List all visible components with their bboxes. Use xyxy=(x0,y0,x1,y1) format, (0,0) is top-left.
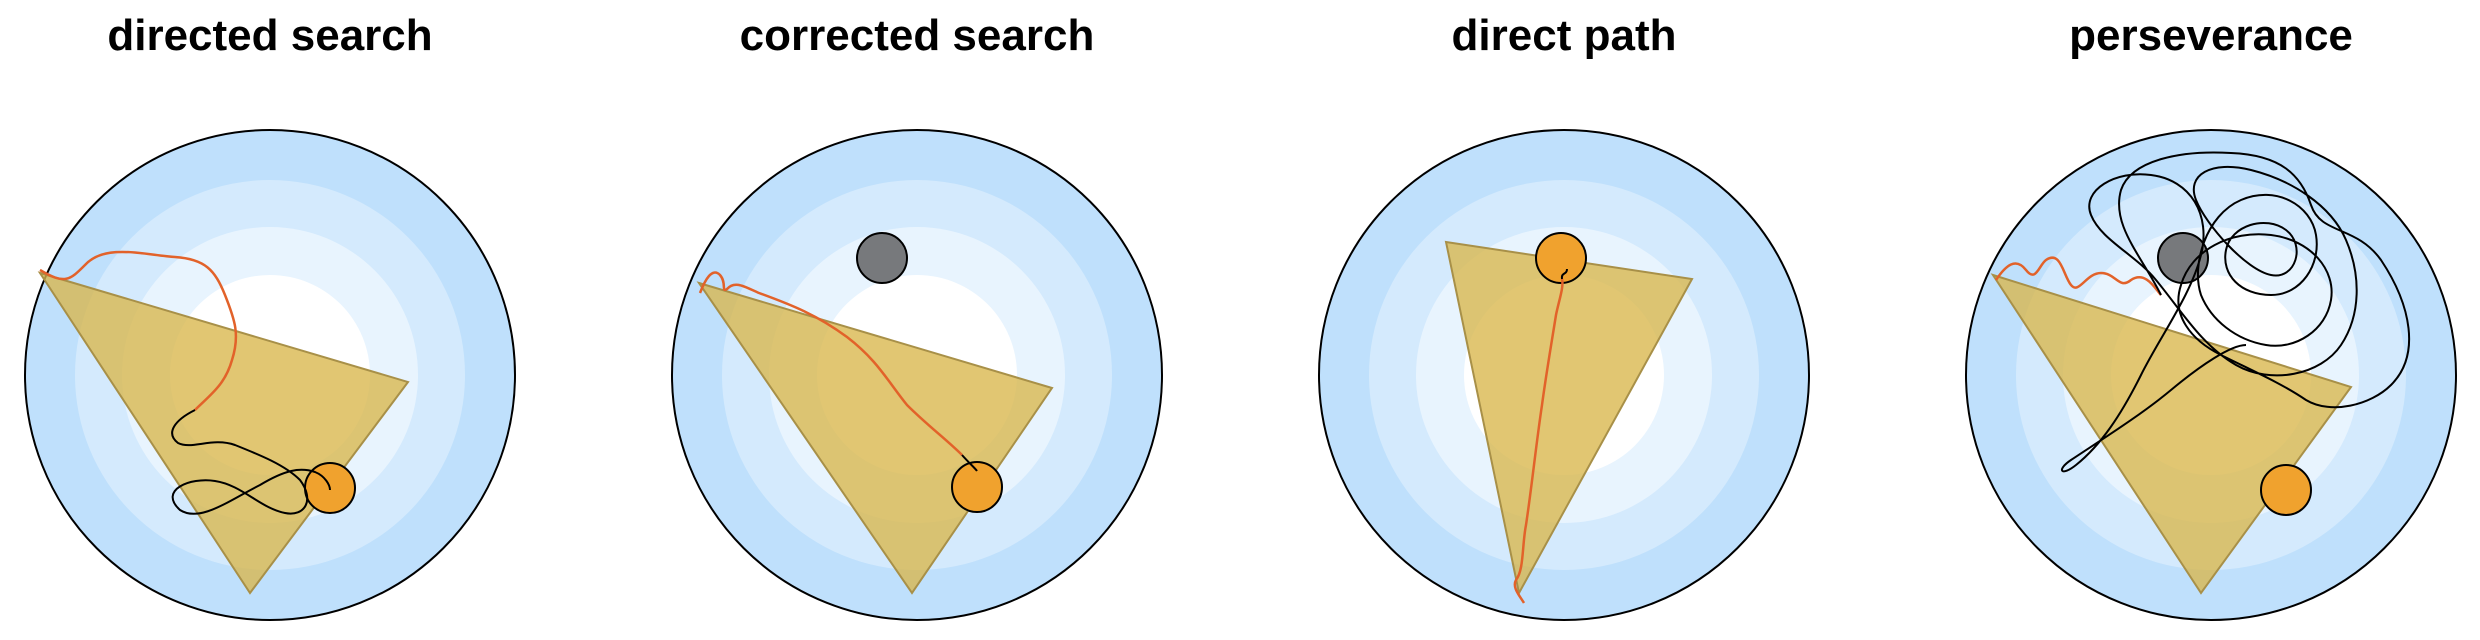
panel-perseverance: perseverance xyxy=(1965,11,2457,621)
former-platform xyxy=(856,232,908,284)
late-path xyxy=(2061,151,2411,473)
pool-edge xyxy=(671,129,1163,621)
panel-title: direct path xyxy=(1452,11,1677,60)
early-path xyxy=(39,250,238,411)
current-platform xyxy=(951,461,1003,513)
late-path xyxy=(1560,268,1568,280)
early-path xyxy=(698,271,963,456)
panel-directed-search: directed search xyxy=(24,11,516,621)
pool-edge xyxy=(24,129,516,621)
panel-title: directed search xyxy=(107,11,432,60)
current-platform xyxy=(2260,464,2312,516)
panel-title: perseverance xyxy=(2069,11,2353,60)
panel-title: corrected search xyxy=(740,11,1095,60)
current-platform xyxy=(1535,232,1587,284)
panel-direct-path: direct path xyxy=(1318,11,1810,621)
panel-corrected-search: corrected search xyxy=(671,11,1163,621)
pool-edge xyxy=(1965,129,2457,621)
early-path xyxy=(1994,256,2162,296)
early-path xyxy=(1513,278,1564,604)
late-path xyxy=(171,409,331,515)
pool-edge xyxy=(1318,129,1810,621)
late-path xyxy=(961,454,978,472)
